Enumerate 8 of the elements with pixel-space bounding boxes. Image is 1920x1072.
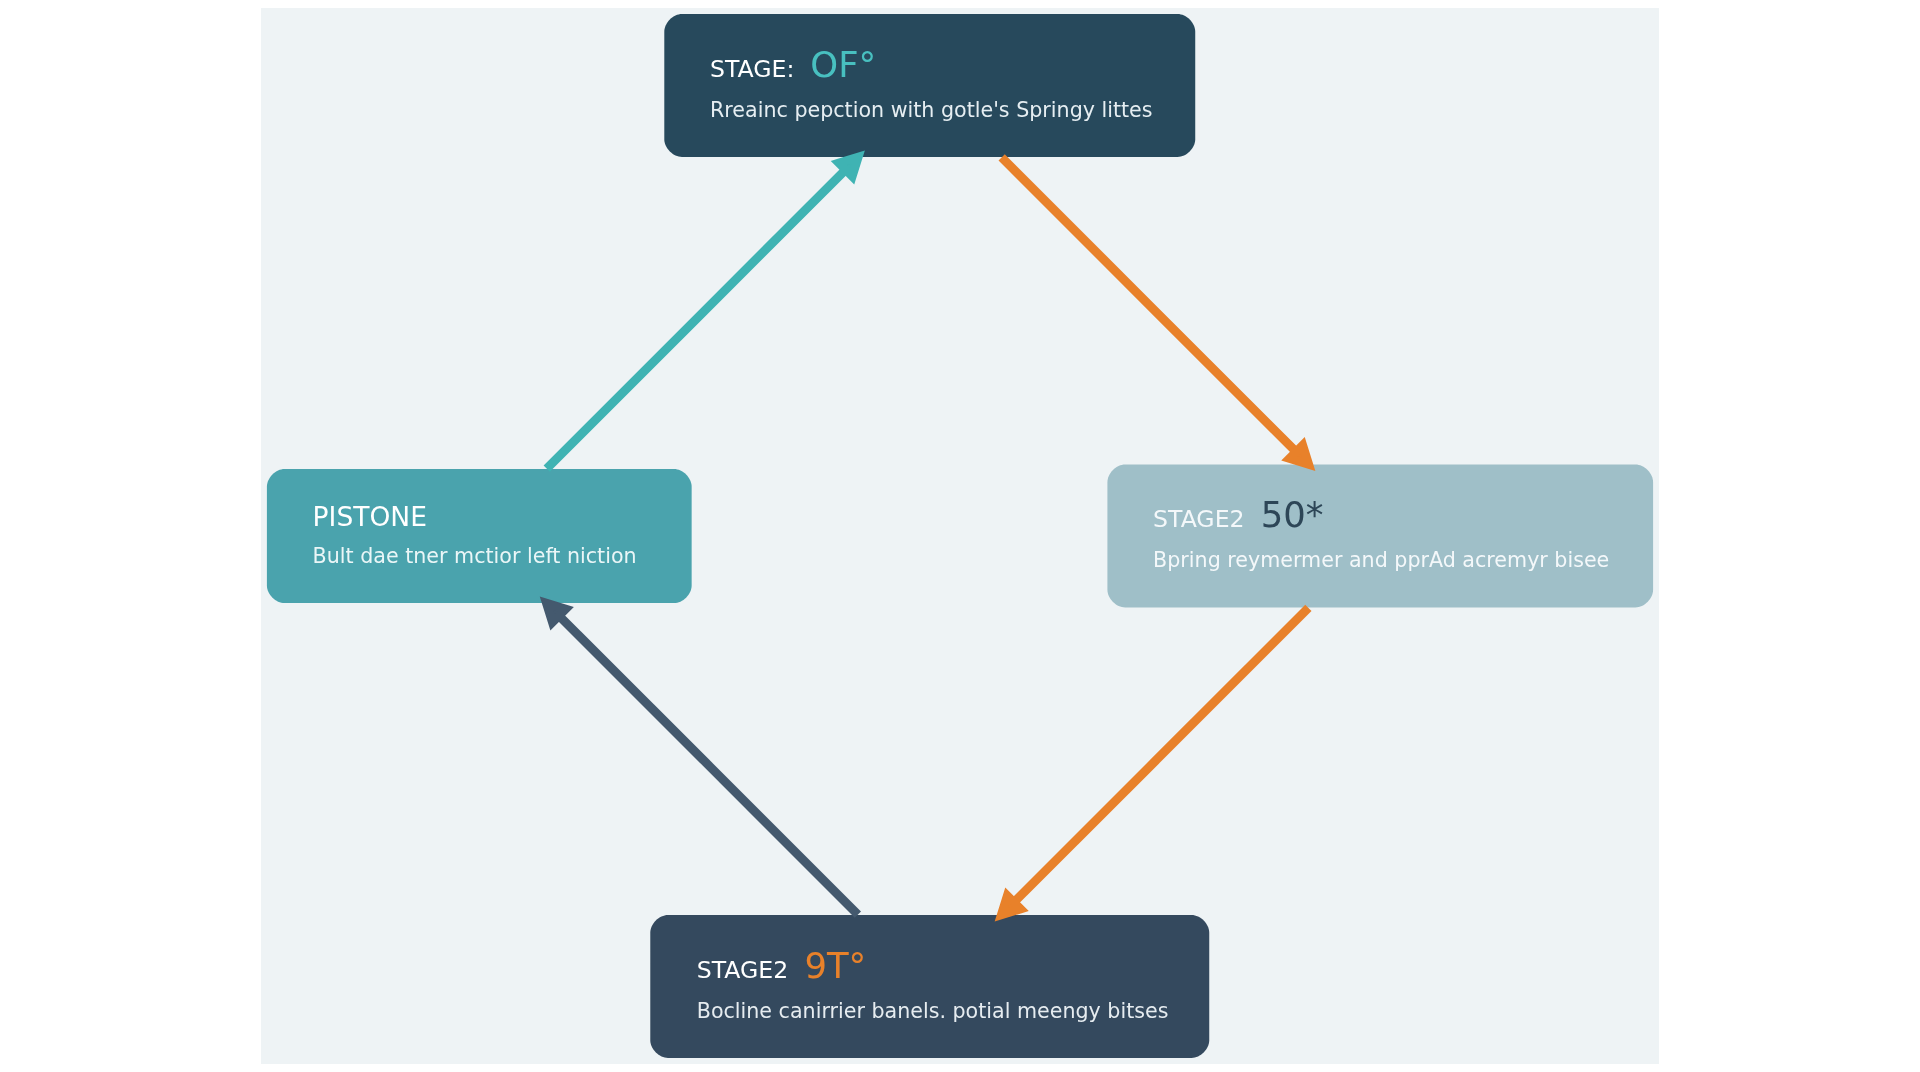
node-box: STAGE: OF° Rreainc pepction with gotle's Springy littes	[664, 14, 1196, 158]
arrow	[543, 150, 865, 472]
node-box: STAGE2 50* Bpring reymermer and pprAd acremyr bisee	[1107, 464, 1654, 608]
arrow	[539, 596, 861, 918]
node-box: PISTONE Bult dae tner mctior left niction	[266, 468, 692, 604]
arrow	[994, 604, 1312, 922]
node-box: STAGE2 9T° Bocline canirrier banels. potial meengy bitses	[650, 914, 1210, 1058]
arrow	[998, 154, 1316, 472]
